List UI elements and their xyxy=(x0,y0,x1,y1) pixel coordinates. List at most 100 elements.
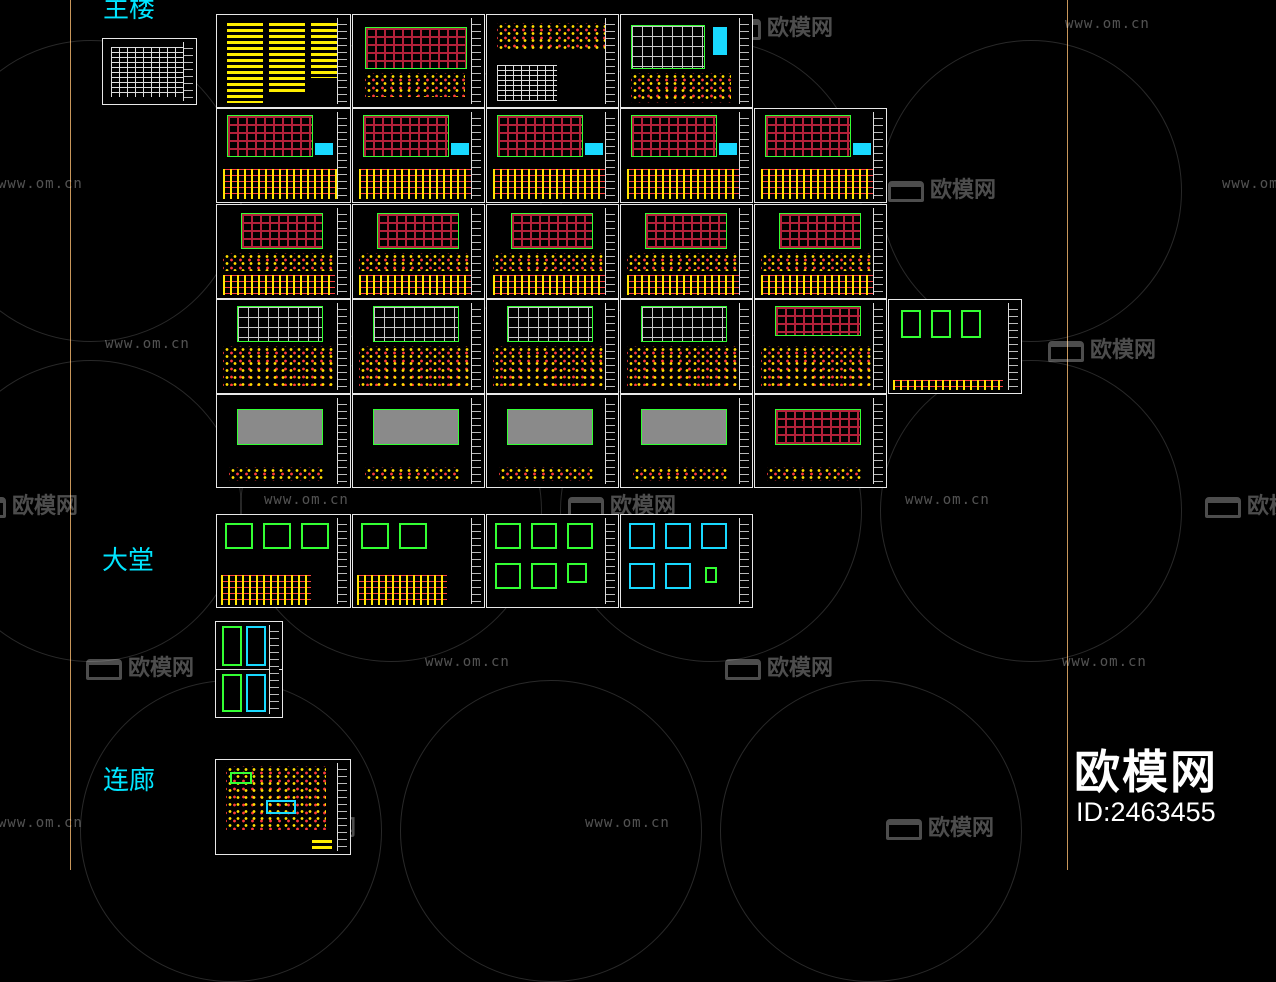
drawing-sheet-slab-plan[interactable] xyxy=(352,299,485,394)
drawing-sheet-roof-plan[interactable] xyxy=(486,394,619,488)
sheet-plan xyxy=(241,213,323,249)
sheet-details xyxy=(761,346,873,386)
sheet-plan xyxy=(222,626,242,666)
sheet-details xyxy=(493,346,605,386)
sheet-notes xyxy=(269,23,305,93)
sheet-plan xyxy=(779,213,861,249)
drawing-sheet-beam-plan[interactable] xyxy=(352,108,485,203)
watermark-url: www.om.cn xyxy=(585,815,670,831)
sheet-plan xyxy=(363,115,449,157)
drawing-sheet-lobby[interactable] xyxy=(216,514,351,608)
drawing-sheet-beam-plan[interactable] xyxy=(486,108,619,203)
sheet-plan xyxy=(227,115,313,157)
watermark-url: www.om.cn xyxy=(264,492,349,508)
drawing-sheet-pile-plan[interactable] xyxy=(620,14,753,108)
drawing-sheet-foundation[interactable] xyxy=(352,14,485,108)
drawing-sheet-lobby-small[interactable] xyxy=(215,621,283,718)
sheet-plan xyxy=(641,409,727,445)
drawing-sheet-roof-plan[interactable] xyxy=(620,394,753,488)
sheet-plan xyxy=(237,409,323,445)
brand-id: ID:2463455 xyxy=(1076,797,1216,827)
sheet-plan xyxy=(511,213,593,249)
drawing-sheet-corridor[interactable] xyxy=(215,759,351,855)
sheet-table xyxy=(221,575,311,605)
sheet-plan xyxy=(373,306,459,342)
sheet-details xyxy=(627,346,739,386)
sheet-plan xyxy=(775,306,861,336)
watermark-logo: 欧模网 xyxy=(888,172,996,204)
drawing-sheet-details[interactable] xyxy=(486,14,619,108)
watermark-url: www.om.cn xyxy=(0,815,83,831)
drawing-sheet-beam-plan[interactable] xyxy=(754,108,887,203)
sheet-plan xyxy=(266,800,296,814)
drawing-sheet-column-plan[interactable] xyxy=(486,204,619,299)
sheet-plan xyxy=(497,115,583,157)
sheet-plan xyxy=(705,567,717,583)
watermark-logo: 欧模网 xyxy=(86,650,194,682)
sheet-plan xyxy=(222,674,242,712)
sheet-details xyxy=(359,253,471,271)
sheet-details xyxy=(365,467,461,481)
sheet-plan xyxy=(775,409,861,445)
sheet-table xyxy=(223,275,335,295)
sheet-legend xyxy=(853,143,871,155)
drawing-sheet-column-plan[interactable] xyxy=(754,204,887,299)
watermark-url: www.om.cn xyxy=(1065,16,1150,32)
drawing-sheet-slab-plan[interactable] xyxy=(620,299,753,394)
sheet-plan xyxy=(225,523,253,549)
drawing-sheet-roof-plan[interactable] xyxy=(216,394,351,488)
sheet-details xyxy=(365,73,465,97)
drawing-sheet-index[interactable] xyxy=(102,38,197,105)
drawing-sheet-slab-plan[interactable] xyxy=(754,299,887,394)
drawing-sheet-column-plan[interactable] xyxy=(620,204,753,299)
sheet-plan xyxy=(507,409,593,445)
sheet-table xyxy=(627,169,741,199)
sheet-table xyxy=(497,65,557,101)
sheet-details xyxy=(223,253,335,271)
sheet-plan xyxy=(961,310,981,338)
sheet-plan xyxy=(645,213,727,249)
drawing-sheet-roof-plan[interactable] xyxy=(352,394,485,488)
watermark-logo: 欧模网 xyxy=(1048,332,1156,364)
sheet-plan xyxy=(301,523,329,549)
drawing-sheet-slab-plan[interactable] xyxy=(216,299,351,394)
drawing-sheet-beam-plan[interactable] xyxy=(620,108,753,203)
sheet-plan xyxy=(377,213,459,249)
sheet-details xyxy=(633,467,729,481)
sheet-plan xyxy=(641,306,727,342)
sheet-table xyxy=(223,169,337,199)
drawing-sheet-lobby[interactable] xyxy=(352,514,485,608)
drawing-sheet-stair-details[interactable] xyxy=(888,299,1022,394)
watermark-logo: 欧模网 xyxy=(0,488,78,520)
sheet-legend xyxy=(713,27,727,55)
brand-logo-text: 欧模网 xyxy=(1074,745,1218,799)
watermark-logo: 欧模网 xyxy=(725,650,833,682)
sofa-icon xyxy=(1205,496,1241,518)
drawing-sheet-roof-plan[interactable] xyxy=(754,394,887,488)
sheet-plan xyxy=(246,626,266,666)
sheet-plan xyxy=(665,563,691,589)
sheet-legend xyxy=(585,143,603,155)
drawing-sheet-column-plan[interactable] xyxy=(216,204,351,299)
sheet-table xyxy=(493,275,605,295)
sheet-details xyxy=(499,467,595,481)
sheet-notes xyxy=(227,23,263,103)
drawing-sheet-beam-plan[interactable] xyxy=(216,108,351,203)
sofa-icon xyxy=(1048,340,1084,362)
drawing-sheet-lobby[interactable] xyxy=(486,514,619,608)
drawing-sheet-lobby[interactable] xyxy=(620,514,753,608)
sheet-plan xyxy=(495,523,521,549)
section-label-lobby: 大堂 xyxy=(102,546,155,576)
sheet-legend xyxy=(315,143,333,155)
drawing-sheet-notes[interactable] xyxy=(216,14,351,108)
sheet-details xyxy=(767,467,863,481)
drawing-sheet-slab-plan[interactable] xyxy=(486,299,619,394)
sheet-table xyxy=(359,275,471,295)
section-label-main-building: 主楼 xyxy=(103,0,156,24)
drawing-sheet-column-plan[interactable] xyxy=(352,204,485,299)
sheet-table xyxy=(111,47,183,97)
sofa-icon xyxy=(888,180,924,202)
sheet-table xyxy=(761,169,875,199)
sheet-table xyxy=(761,275,873,295)
sheet-plan xyxy=(629,563,655,589)
